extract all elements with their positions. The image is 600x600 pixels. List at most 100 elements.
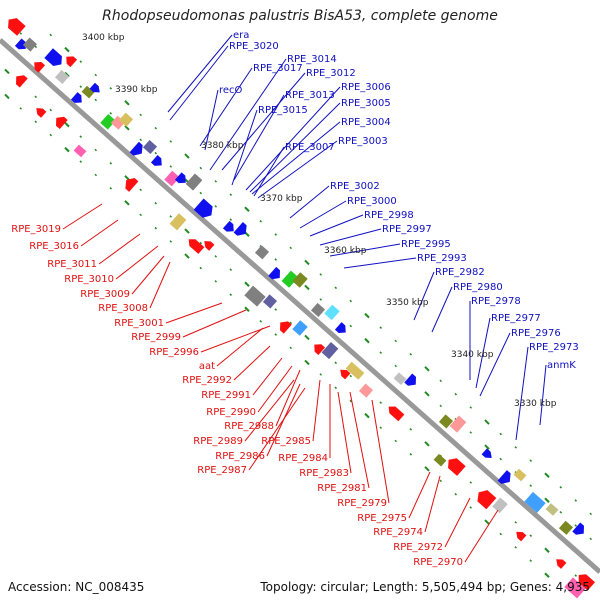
reverse-gene-label[interactable]: RPE_2975 <box>357 471 431 524</box>
reverse-gene-label[interactable]: RPE_2999 <box>131 309 247 343</box>
reverse-gene-label[interactable]: RPE_2970 <box>413 509 499 568</box>
reverse-gene-label[interactable]: RPE_2981 <box>317 391 370 494</box>
reverse-gene-label[interactable]: RPE_2996 <box>149 325 271 358</box>
forward-gene-feature <box>14 38 26 50</box>
forward-gene-label[interactable]: RPE_3012 <box>221 68 356 171</box>
tick-mark <box>574 499 578 502</box>
tick-mark <box>64 121 70 128</box>
tick-mark <box>49 133 53 137</box>
gene-label: RPE_2973 <box>529 342 579 353</box>
tick-mark <box>379 351 383 354</box>
tick-mark <box>289 321 293 325</box>
forward-gene-label[interactable]: era <box>167 30 249 113</box>
gene-label: RPE_2977 <box>491 313 541 324</box>
forward-gene-label[interactable]: RPE_2976 <box>479 328 561 397</box>
forward-gene-label[interactable]: RPE_2980 <box>431 282 503 333</box>
reverse-gene-feature <box>280 321 292 334</box>
reverse-gene-label[interactable]: RPE_2991 <box>201 357 283 401</box>
tick-mark <box>319 273 323 276</box>
tick-mark <box>214 255 218 258</box>
reverse-gene-label[interactable]: RPE_2989 <box>193 379 295 447</box>
tick-mark <box>214 205 218 208</box>
reverse-gene-label[interactable]: RPE_2987 <box>197 387 306 476</box>
forward-gene-label[interactable]: RPE_2977 <box>475 313 541 389</box>
forward-gene-feature <box>129 141 143 156</box>
forward-gene-label[interactable]: RPE_2995 <box>329 239 451 257</box>
forward-gene-feature <box>54 69 70 85</box>
tick-mark <box>439 379 443 383</box>
tick-mark <box>109 162 113 165</box>
forward-gene-label[interactable]: RPE_3002 <box>289 181 380 219</box>
tick-mark <box>199 241 203 245</box>
forward-gene-label[interactable]: RPE_2998 <box>309 210 414 237</box>
gene-label: RPE_3019 <box>11 224 61 235</box>
forward-gene-label[interactable]: RPE_2993 <box>343 253 467 269</box>
reverse-gene-label[interactable]: RPE_2985 <box>261 379 321 447</box>
reverse-gene-label[interactable]: aat <box>199 327 264 372</box>
tick-mark <box>319 373 323 376</box>
tick-mark <box>274 233 278 236</box>
forward-gene-feature <box>292 320 308 336</box>
reverse-gene-label[interactable]: RPE_2979 <box>337 399 390 509</box>
gene-label: RPE_2996 <box>149 347 199 358</box>
forward-gene-label[interactable]: RPE_2997 <box>319 224 432 246</box>
forward-gene-label[interactable]: RPE_3020 <box>169 41 279 121</box>
forward-gene-label[interactable]: RPE_3004 <box>251 117 391 195</box>
tick-mark <box>109 87 113 90</box>
reverse-gene-label[interactable]: RPE_2974 <box>373 475 441 538</box>
gene-label: RPE_3003 <box>338 136 388 147</box>
gene-label: RPE_3001 <box>114 318 164 329</box>
reverse-gene-label[interactable]: RPE_3001 <box>114 302 223 329</box>
reverse-gene-label[interactable]: RPE_2988 <box>224 369 301 432</box>
forward-gene-label[interactable]: RPE_3015 <box>231 105 308 186</box>
tick-mark <box>394 339 398 343</box>
leader-line <box>245 86 341 191</box>
forward-gene-label[interactable]: RPE_3006 <box>245 82 391 191</box>
gene-label: RPE_2995 <box>401 239 451 250</box>
reverse-gene-label[interactable]: RPE_3009 <box>80 255 165 300</box>
reverse-gene-label[interactable]: RPE_2983 <box>299 391 352 479</box>
leader-line <box>337 391 352 474</box>
reverse-gene-label[interactable]: RPE_3016 <box>29 219 119 252</box>
forward-gene-label[interactable]: RPE_3014 <box>209 54 337 171</box>
reverse-gene-label[interactable]: RPE_2992 <box>182 345 271 386</box>
tick-mark <box>79 160 83 163</box>
tick-mark <box>19 107 23 110</box>
forward-gene-label[interactable]: RPE_3003 <box>257 136 388 199</box>
forward-gene-label[interactable]: anmK <box>539 360 576 426</box>
tick-mark <box>4 68 10 75</box>
reverse-gene-label[interactable]: RPE_2990 <box>206 365 293 418</box>
forward-gene-label[interactable]: RPE_2973 <box>515 342 579 441</box>
gene-label: RPE_2983 <box>299 468 349 479</box>
reverse-gene-feature <box>8 18 26 36</box>
gene-label: RPE_2979 <box>337 498 387 509</box>
forward-gene-label[interactable]: RPE_2982 <box>413 267 485 321</box>
leader-line <box>200 325 271 353</box>
forward-gene-label[interactable]: RPE_3013 <box>233 90 335 181</box>
forward-gene-feature <box>233 222 247 236</box>
forward-gene-label[interactable]: RPE_2978 <box>469 296 521 380</box>
gene-label: RPE_2985 <box>261 436 311 447</box>
tick-mark <box>529 559 533 562</box>
forward-gene-label[interactable]: RPE_3000 <box>299 196 397 229</box>
reverse-gene-label[interactable]: RPE_3008 <box>98 261 171 314</box>
reverse-gene-label[interactable]: RPE_3019 <box>11 203 103 235</box>
reverse-gene-label[interactable]: RPE_2972 <box>393 497 471 553</box>
tick-mark <box>34 120 38 124</box>
tick-mark <box>109 112 113 115</box>
reverse-gene-label[interactable]: RPE_3010 <box>64 245 159 285</box>
reverse-gene-label[interactable]: RPE_2984 <box>278 384 331 464</box>
forward-gene-label[interactable]: recO <box>204 85 243 151</box>
reverse-gene-label[interactable]: RPE_3011 <box>47 233 141 270</box>
map-title: Rhodopseudomonas palustris BisA53, compl… <box>102 8 498 24</box>
gene-label: RPE_3011 <box>47 259 97 270</box>
forward-gene-label[interactable]: RPE_3007 <box>253 142 335 197</box>
tick-mark <box>589 512 593 516</box>
forward-gene-feature <box>70 92 82 103</box>
leader-line <box>169 45 229 121</box>
reverse-gene-feature <box>16 75 28 88</box>
tick-mark <box>559 511 563 514</box>
tick-mark <box>154 226 158 230</box>
leader-line <box>349 391 370 489</box>
